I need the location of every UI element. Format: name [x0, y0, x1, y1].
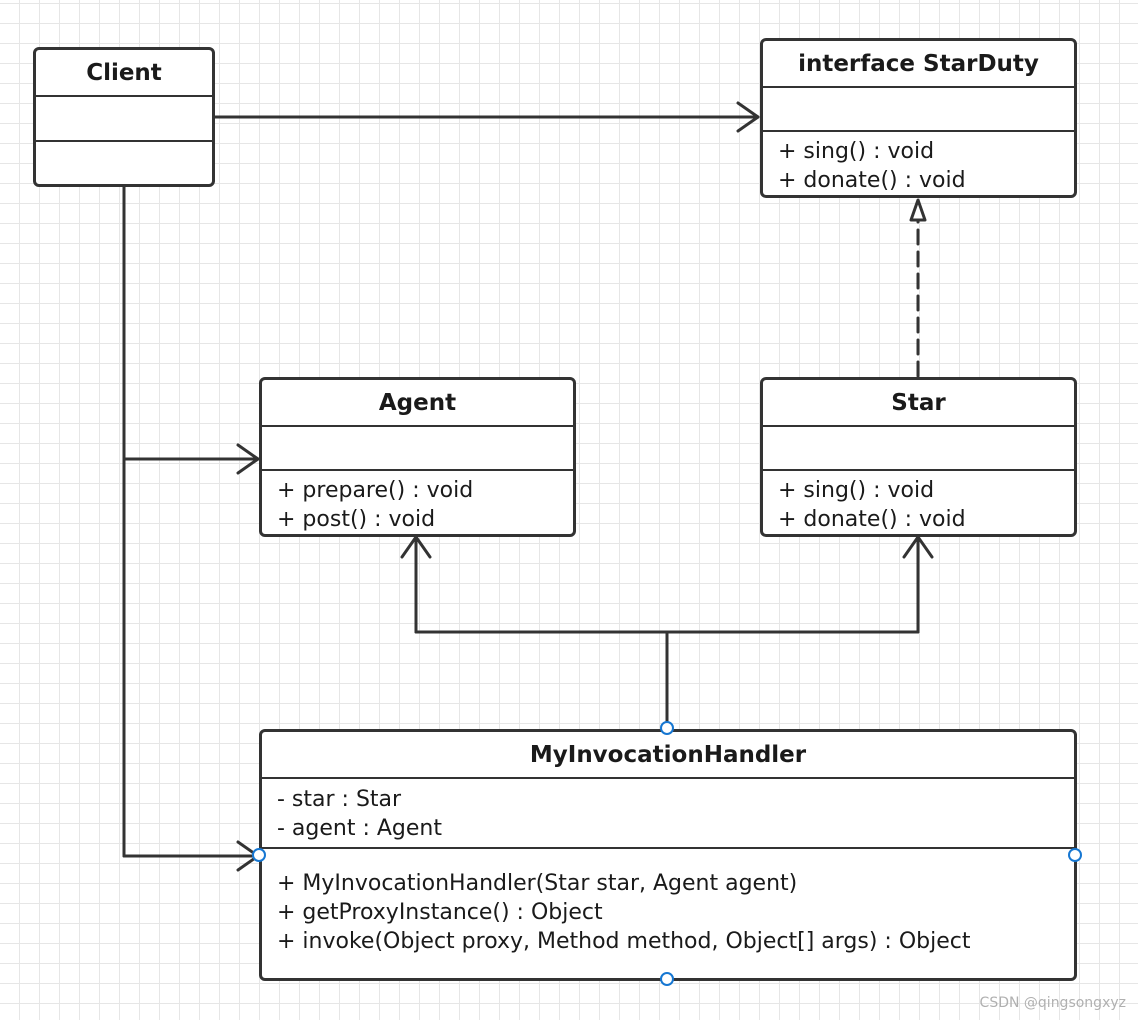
handler-to-agent-arrowhead: [400, 535, 432, 559]
class-client[interactable]: Client: [33, 47, 215, 187]
class-agent-methods: + prepare() : void + post() : void: [262, 471, 573, 534]
class-starduty-methods: + sing() : void + donate() : void: [763, 132, 1074, 195]
class-agent[interactable]: Agent + prepare() : void + post() : void: [259, 377, 576, 537]
class-client-attributes: [36, 97, 212, 142]
watermark: CSDN @qingsongxyz: [979, 995, 1126, 1011]
method-sing: + sing() : void: [778, 139, 935, 164]
connection-point-left[interactable]: [252, 848, 266, 862]
class-myinvocationhandler-title: MyInvocationHandler: [262, 732, 1074, 779]
method-invoke: + invoke(Object proxy, Method method, Ob…: [277, 929, 971, 954]
method-constructor: + MyInvocationHandler(Star star, Agent a…: [277, 871, 798, 896]
class-star-methods: + sing() : void + donate() : void: [763, 471, 1074, 534]
method-getproxyinstance: + getProxyInstance() : Object: [277, 900, 603, 925]
method-post: + post() : void: [277, 507, 436, 532]
handler-to-star-arrowhead: [902, 535, 934, 559]
class-starduty[interactable]: interface StarDuty + sing() : void + don…: [760, 38, 1077, 198]
method-prepare: + prepare() : void: [277, 478, 474, 503]
class-agent-attributes: [262, 427, 573, 471]
attribute-star: - star : Star: [277, 787, 402, 812]
class-star-attributes: [763, 427, 1074, 471]
realization-triangle-arrowhead: [909, 198, 927, 222]
class-agent-title: Agent: [262, 380, 573, 427]
class-starduty-title: interface StarDuty: [763, 41, 1074, 88]
method-donate: + donate() : void: [778, 168, 966, 193]
method-sing: + sing() : void: [778, 478, 935, 503]
class-star-title: Star: [763, 380, 1074, 427]
class-myinvocationhandler-attributes: - star : Star - agent : Agent: [262, 779, 1074, 849]
class-starduty-attributes: [763, 88, 1074, 132]
class-client-title: Client: [36, 50, 212, 97]
client-to-agent-arrowhead: [236, 443, 260, 475]
connection-point-top[interactable]: [660, 721, 674, 735]
attribute-agent: - agent : Agent: [277, 816, 442, 841]
connection-point-bottom[interactable]: [660, 972, 674, 986]
client-to-starduty-arrowhead: [736, 101, 760, 133]
class-star[interactable]: Star + sing() : void + donate() : void: [760, 377, 1077, 537]
class-client-methods: [36, 142, 212, 184]
connection-point-right[interactable]: [1068, 848, 1082, 862]
method-donate: + donate() : void: [778, 507, 966, 532]
class-myinvocationhandler[interactable]: MyInvocationHandler - star : Star - agen…: [259, 729, 1077, 981]
class-myinvocationhandler-methods: + MyInvocationHandler(Star star, Agent a…: [262, 849, 1074, 978]
